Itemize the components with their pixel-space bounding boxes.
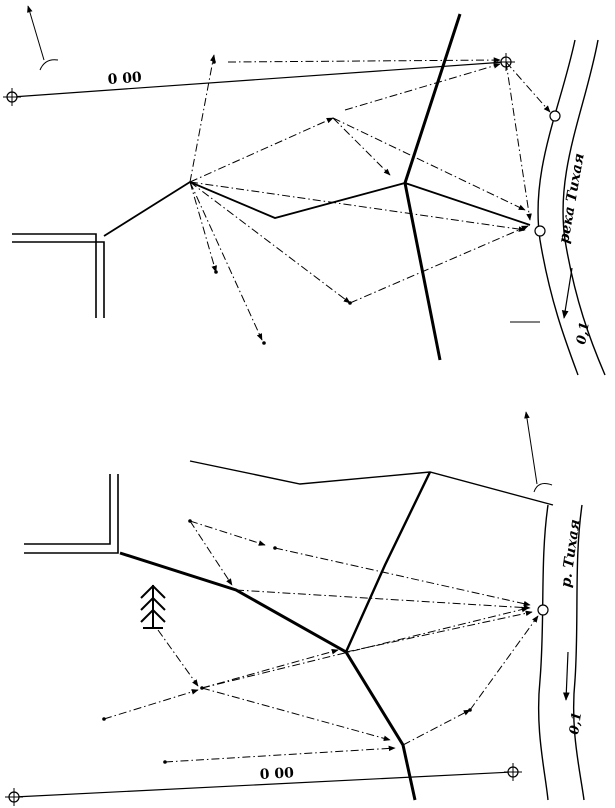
station-marker-icon <box>3 88 21 106</box>
river-name-label: р. Тихая <box>558 518 583 588</box>
river-bank <box>537 504 549 801</box>
boundary-line <box>103 180 531 237</box>
top-map <box>3 5 606 376</box>
survey-rays <box>103 520 539 763</box>
road-line <box>403 13 462 361</box>
traverse-label: 0 00 <box>259 765 294 783</box>
tree-icon <box>140 584 166 629</box>
traverse-line <box>11 61 506 98</box>
building-outline <box>12 233 105 318</box>
ray-endpoints <box>102 519 472 764</box>
traverse-label: 0 00 <box>107 70 142 88</box>
bottom-map-labels: 0 00 р. Тихая 0,1 <box>259 518 585 783</box>
river-point-icon <box>537 604 549 616</box>
flow-value-label: 0,1 <box>574 321 593 346</box>
building-outline <box>24 474 119 554</box>
river-name-label: река Тихая <box>556 152 588 245</box>
traverse-line <box>13 771 514 798</box>
north-arrow-icon <box>27 5 59 71</box>
river-point-icon <box>549 110 561 122</box>
survey-rays <box>189 54 551 341</box>
road-line <box>344 471 432 653</box>
flow-arrow-icon <box>561 267 573 319</box>
bottom-map <box>5 411 585 806</box>
river-bank <box>572 504 585 801</box>
station-marker-icon <box>5 788 23 806</box>
ray-endpoints <box>212 60 352 345</box>
flow-arrow-icon <box>562 651 570 701</box>
north-arrow-icon <box>524 411 553 493</box>
river-bank <box>562 39 606 376</box>
boundary-line <box>189 460 554 506</box>
flow-value-label: 0,1 <box>567 711 585 735</box>
river-point-icon <box>534 225 546 237</box>
station-marker-icon <box>504 763 522 781</box>
